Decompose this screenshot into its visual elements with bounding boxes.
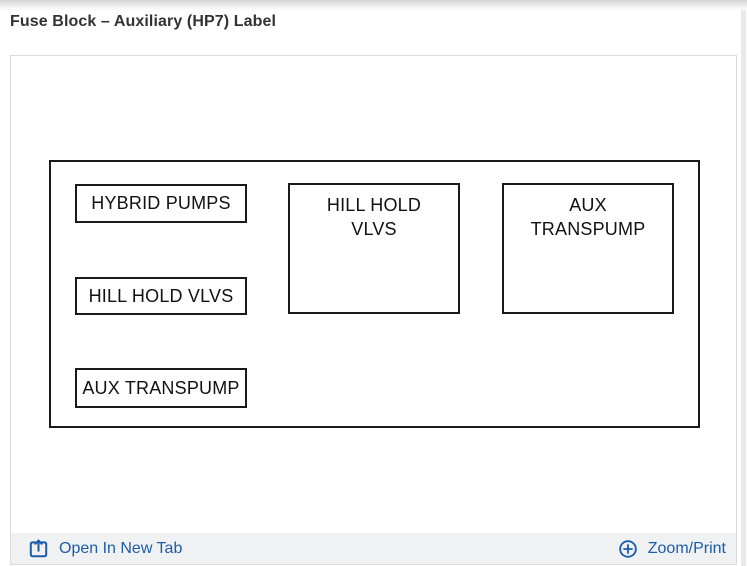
viewer-footer-bar: Open In New Tab Zoom/Print — [11, 533, 736, 564]
fuse-box-hybrid-pumps: HYBRID PUMPS — [75, 184, 247, 223]
open-in-new-tab-icon — [29, 539, 48, 558]
fuse-box-hill-hold-vlvs: HILL HOLD VLVS — [75, 277, 247, 315]
zoom-print-label: Zoom/Print — [647, 539, 726, 557]
fuse-box-aux-transpump: AUX TRANSPUMP — [75, 368, 247, 408]
fuse-box-label-line1: AUX — [569, 195, 607, 215]
fuse-box-hill-hold-vlvs-large: HILL HOLD VLVS — [288, 183, 460, 314]
page-title: Fuse Block – Auxiliary (HP7) Label — [10, 13, 277, 30]
open-in-new-tab-link[interactable]: Open In New Tab — [28, 538, 182, 559]
label-viewer-panel: HYBRID PUMPS HILL HOLD VLVS AUX TRANSPUM… — [10, 55, 737, 565]
fuse-box-label-line2: TRANSPUMP — [530, 219, 646, 239]
fuse-box-label: HILL HOLD VLVS — [88, 285, 234, 306]
open-in-new-tab-label: Open In New Tab — [59, 539, 183, 557]
fuse-box-label-line1: HILL HOLD — [326, 195, 422, 215]
zoom-print-link[interactable]: Zoom/Print — [618, 539, 726, 559]
top-gradient-strip — [0, 0, 747, 12]
fuse-box-label: HYBRID PUMPS — [91, 193, 231, 213]
fuse-box-label-line2: VLVS — [351, 219, 397, 239]
vertical-scrollbar-track[interactable] — [741, 10, 746, 566]
circled-plus-icon — [619, 539, 637, 558]
fuse-box-label: AUX TRANSPUMP — [82, 377, 240, 398]
fuse-box-aux-transpump-large: AUX TRANSPUMP — [502, 183, 674, 314]
